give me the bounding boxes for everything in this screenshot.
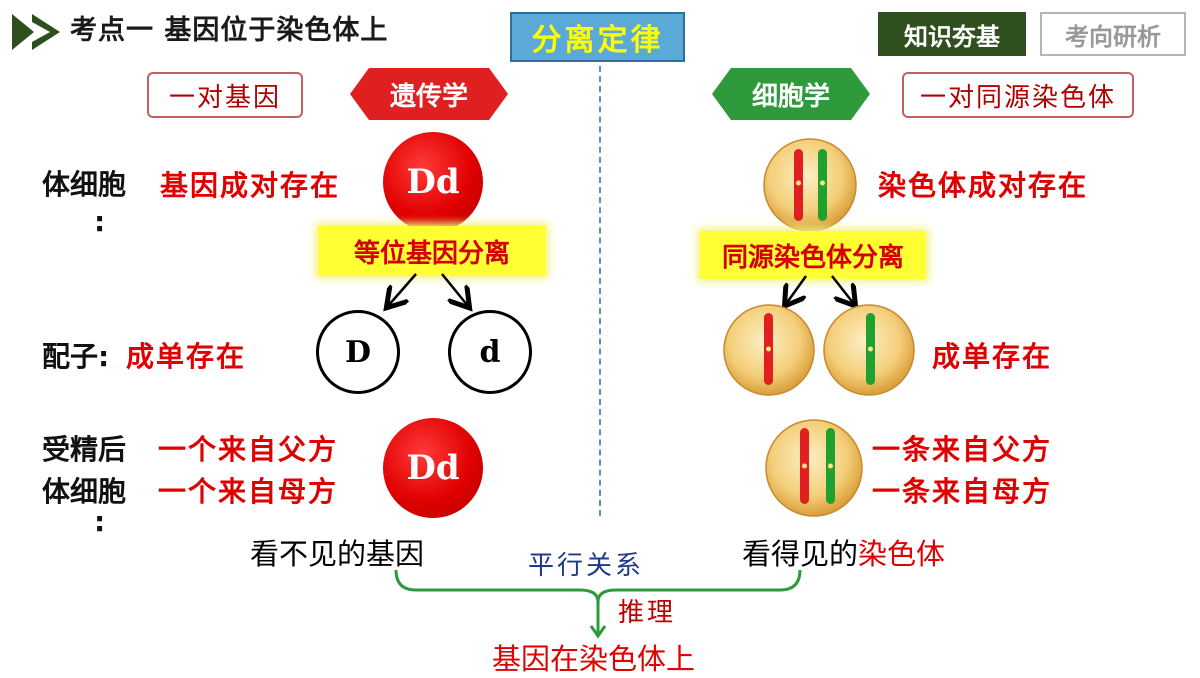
right-row3-text-line1: 一条来自父方 (872, 433, 1053, 466)
genetics-heading: 遗传学 (350, 68, 508, 120)
left-split-arrows (370, 273, 480, 320)
dd-ball-top: Dd (383, 132, 483, 232)
allele-separation-label: 等位基因分离 (318, 226, 546, 276)
visible-text-red: 染色体 (858, 537, 946, 571)
row1-label-colon: : (94, 205, 106, 238)
gamete-D-circle: D (316, 310, 400, 394)
row3-label-line2: 体细胞 (42, 475, 127, 508)
row3-label-colon: : (94, 505, 106, 538)
law-title-box: 分离定律 (510, 12, 685, 62)
visible-chromosomes-text: 看得见的染色体 (742, 531, 945, 573)
visible-text-black: 看得见的 (742, 537, 859, 571)
tab-analysis-button[interactable]: 考向研析 (1040, 12, 1186, 56)
cell-pair-chromosomes-bottom (765, 419, 863, 517)
row1-label: 体细胞 (42, 168, 127, 201)
tab-basics-button[interactable]: 知识夯基 (878, 12, 1026, 56)
row1-gene-text: 基因成对存在 (160, 169, 341, 202)
parallel-relation-text: 平行关系 (528, 551, 645, 581)
dd-ball-bottom: Dd (383, 418, 483, 518)
cell-pair-chromosomes-top (763, 138, 857, 232)
cell-single-red-chromosome (723, 304, 815, 396)
left-label-box: 一对基因 (147, 72, 303, 118)
conclusion-text: 基因在染色体上 (492, 642, 696, 676)
right-label-box: 一对同源染色体 (902, 72, 1134, 118)
page-title: 考点一 基因位于染色体上 (70, 15, 389, 46)
right-row2-text: 成单存在 (932, 340, 1053, 373)
row2-label: 配子: (42, 340, 110, 373)
homologous-separation-label: 同源染色体分离 (700, 231, 926, 279)
gamete-d-circle: d (448, 310, 532, 394)
cell-single-green-chromosome (823, 304, 915, 396)
row3-gene-text-line1: 一个来自父方 (158, 433, 339, 466)
right-split-arrows (770, 275, 870, 316)
row3-label-line1: 受精后 (42, 433, 127, 466)
center-divider (599, 66, 601, 516)
invisible-genes-text: 看不见的基因 (250, 537, 425, 571)
row2-gene-text: 成单存在 (126, 340, 247, 373)
cytology-heading: 细胞学 (712, 68, 870, 120)
right-row3-text-line2: 一条来自母方 (872, 475, 1053, 508)
inference-text: 推理 (618, 598, 677, 628)
play-arrow-icon (12, 14, 60, 50)
parallel-bracket (394, 569, 802, 639)
row3-gene-text-line2: 一个来自母方 (158, 475, 339, 508)
right-row1-text: 染色体成对存在 (878, 169, 1089, 202)
